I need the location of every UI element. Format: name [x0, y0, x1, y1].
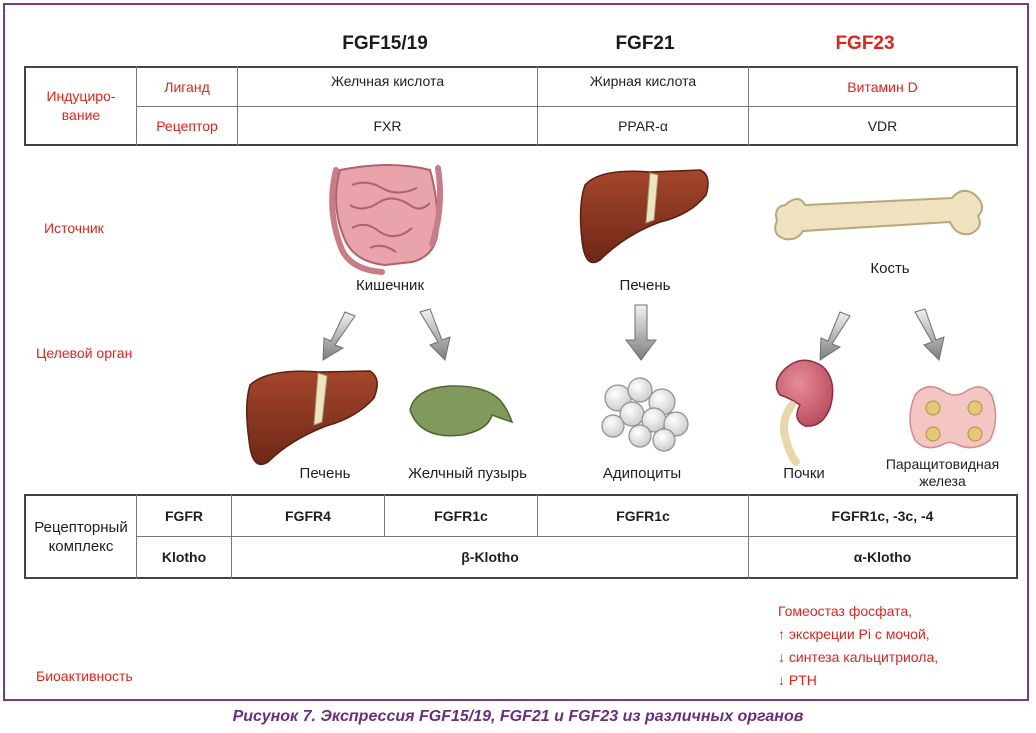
fgfr-fgf15-liver: FGFR4 [285, 508, 331, 524]
figure-caption: Рисунок 7. Экспрессия FGF15/19, FGF21 и … [232, 708, 804, 725]
target-parathyroid: Паращитовидная железа [885, 456, 1000, 489]
ligand-fgf15: Желчная кислота [330, 73, 444, 89]
bioactivity-line: ↓ PTH [778, 672, 817, 688]
header-fgf15: FGF15/19 [342, 33, 428, 54]
klotho-alpha: α-Klotho [853, 549, 912, 565]
arrow-down-icon [625, 304, 657, 361]
row-label-target: Целевой орган [36, 345, 133, 361]
row-label-bioactivity: Биоактивность [36, 668, 133, 684]
kidney-icon [775, 359, 834, 466]
receptor-complex-title: Рецепторный комплекс [34, 518, 128, 555]
source-intestine: Кишечник [355, 277, 425, 294]
target-gallbladder: Желчный пузырь [408, 465, 527, 482]
ligand-label: Лиганд [164, 78, 210, 95]
header-fgf23: FGF23 [835, 33, 895, 54]
fgfr-fgf23: FGFR1c, -3c, -4 [831, 508, 934, 524]
receptor-fgf21: PPAR-α [618, 117, 668, 134]
target-liver: Печень [299, 465, 351, 482]
bioactivity-line: Гомеостаз фосфата, [778, 603, 913, 619]
header-fgf21: FGF21 [615, 33, 675, 54]
parathyroid-icon [909, 386, 997, 449]
liver-icon [246, 370, 378, 466]
arrow-down-icon [819, 311, 851, 361]
bioactivity-line: ↓ синтеза кальцитриола, [778, 649, 939, 665]
source-bone: Кость [870, 260, 910, 277]
bioactivity-text: Гомеостаз фосфата, ↑ экскреции Pi с мочо… [778, 600, 938, 692]
arrow-down-icon [914, 308, 945, 362]
arrow-down-icon [322, 311, 356, 361]
source-liver: Печень [619, 277, 671, 294]
bone-icon [774, 189, 984, 241]
row-label-source: Источник [44, 220, 104, 236]
ligand-fgf23: Витамин D [847, 78, 918, 95]
target-adipocytes: Адипоциты [602, 465, 682, 482]
adipocytes-icon [601, 377, 689, 452]
klotho-beta: β-Klotho [461, 549, 519, 565]
fgfr-label: FGFR [164, 508, 204, 524]
klotho-label: Klotho [161, 549, 207, 565]
receptor-fgf15: FXR [373, 117, 402, 134]
ligand-fgf21: Жирная кислота [589, 73, 697, 89]
fgfr-fgf21: FGFR1c [616, 508, 670, 524]
receptor-label: Рецептор [156, 117, 218, 134]
figure-frame [3, 3, 1029, 701]
gallbladder-icon [409, 385, 514, 437]
arrow-down-icon [419, 308, 451, 362]
receptor-fgf23: VDR [867, 117, 898, 134]
bioactivity-line: ↑ экскреции Pi с мочой, [778, 626, 930, 642]
induction-title: Индуциро- вание [46, 88, 116, 123]
target-kidneys: Почки [783, 465, 825, 482]
intestine-icon [329, 164, 443, 275]
liver-icon [579, 169, 709, 264]
fgfr-fgf15-gallbladder: FGFR1c [434, 508, 488, 524]
